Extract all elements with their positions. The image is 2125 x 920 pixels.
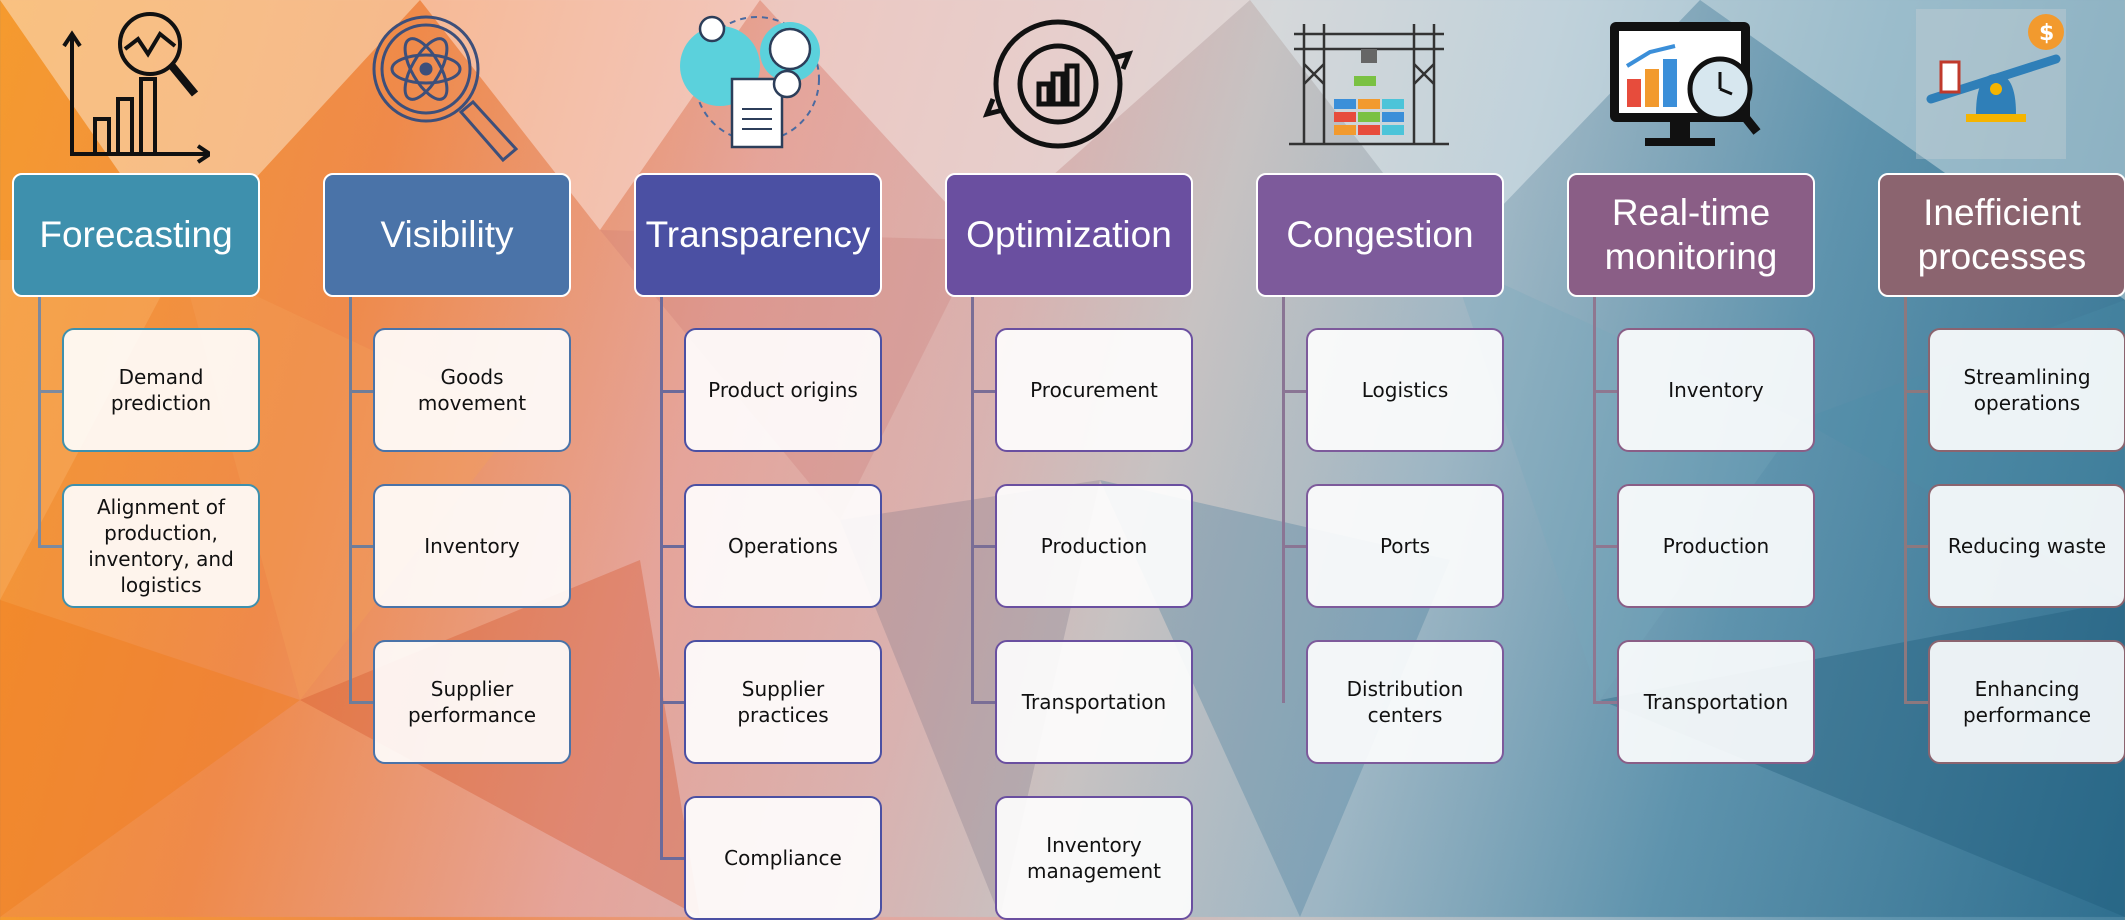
connector-branch	[660, 545, 685, 548]
item-goods-movement: Goods movement	[373, 328, 571, 452]
connector-branch	[38, 545, 63, 548]
item-supplier-performance: Supplier performance	[373, 640, 571, 764]
column-forecasting: Forecasting Demand prediction Alignment …	[0, 0, 260, 917]
person-document-globe-icon	[662, 4, 832, 164]
connector-branch	[349, 390, 374, 393]
seesaw-time-money-icon: $	[1906, 4, 2076, 164]
column-inefficient-processes: $ Inefficient processes Streamlining ope…	[1866, 0, 2125, 917]
item-ports: Ports	[1306, 484, 1504, 608]
connector-branch	[660, 857, 685, 860]
item-compliance: Compliance	[684, 796, 882, 920]
connector-branch	[1593, 545, 1618, 548]
item-inventory-management: Inventory management	[995, 796, 1193, 920]
bar-chart-magnifier-icon	[40, 4, 214, 164]
connector-trunk	[660, 297, 663, 859]
column-congestion: Congestion Logistics Ports Distribution …	[1244, 0, 1504, 917]
connector-trunk	[1593, 297, 1596, 703]
item-production-monitoring: Production	[1617, 484, 1815, 608]
item-logistics: Logistics	[1306, 328, 1504, 452]
connector-branch	[971, 545, 996, 548]
connector-branch	[660, 701, 685, 704]
item-inventory: Inventory	[373, 484, 571, 608]
connector-branch	[349, 545, 374, 548]
connector-branch	[1593, 390, 1618, 393]
item-transportation: Transportation	[995, 640, 1193, 764]
item-product-origins: Product origins	[684, 328, 882, 452]
connector-branch	[1904, 701, 1929, 704]
connector-trunk	[349, 297, 352, 703]
item-transportation-monitoring: Transportation	[1617, 640, 1815, 764]
item-distribution-centers: Distribution centers	[1306, 640, 1504, 764]
connector-branch	[1282, 390, 1307, 393]
column-transparency: Transparency Product origins Operations …	[622, 0, 882, 920]
monitor-chart-clock-icon	[1595, 4, 1765, 164]
connector-trunk	[1904, 297, 1907, 703]
item-streamlining-operations: Streamlining operations	[1928, 328, 2125, 452]
connector-branch	[1904, 545, 1929, 548]
header-real-time-monitoring: Real-time monitoring	[1567, 173, 1815, 297]
item-enhancing-performance: Enhancing performance	[1928, 640, 2125, 764]
connector-trunk	[971, 297, 974, 703]
item-demand-prediction: Demand prediction	[62, 328, 260, 452]
header-optimization: Optimization	[945, 173, 1193, 297]
svg-text:$: $	[2039, 21, 2054, 46]
atom-magnifier-icon	[351, 4, 521, 164]
connector-branch	[349, 701, 374, 704]
header-congestion: Congestion	[1256, 173, 1504, 297]
connector-branch	[971, 390, 996, 393]
item-operations: Operations	[684, 484, 882, 608]
connector-branch	[38, 390, 63, 393]
header-forecasting: Forecasting	[12, 173, 260, 297]
connector-branch	[1282, 545, 1307, 548]
item-reducing-waste: Reducing waste	[1928, 484, 2125, 608]
item-inventory-monitoring: Inventory	[1617, 328, 1815, 452]
item-production: Production	[995, 484, 1193, 608]
item-alignment: Alignment of production, inventory, and …	[62, 484, 260, 608]
header-visibility: Visibility	[323, 173, 571, 297]
column-real-time-monitoring: Real-time monitoring Inventory Productio…	[1555, 0, 1815, 917]
header-inefficient-processes: Inefficient processes	[1878, 173, 2125, 297]
header-transparency: Transparency	[634, 173, 882, 297]
column-visibility: Visibility Goods movement Inventory Supp…	[311, 0, 571, 917]
connector-branch	[660, 390, 685, 393]
connector-branch	[971, 701, 996, 704]
item-supplier-practices: Supplier practices	[684, 640, 882, 764]
item-procurement: Procurement	[995, 328, 1193, 452]
connector-trunk	[38, 297, 41, 547]
connector-branch	[1593, 701, 1618, 704]
gear-chart-cycle-icon	[973, 4, 1143, 164]
column-optimization: Optimization Procurement Production Tran…	[933, 0, 1193, 920]
port-crane-containers-icon	[1284, 4, 1454, 164]
connector-trunk	[1282, 297, 1285, 703]
connector-branch	[1904, 390, 1929, 393]
